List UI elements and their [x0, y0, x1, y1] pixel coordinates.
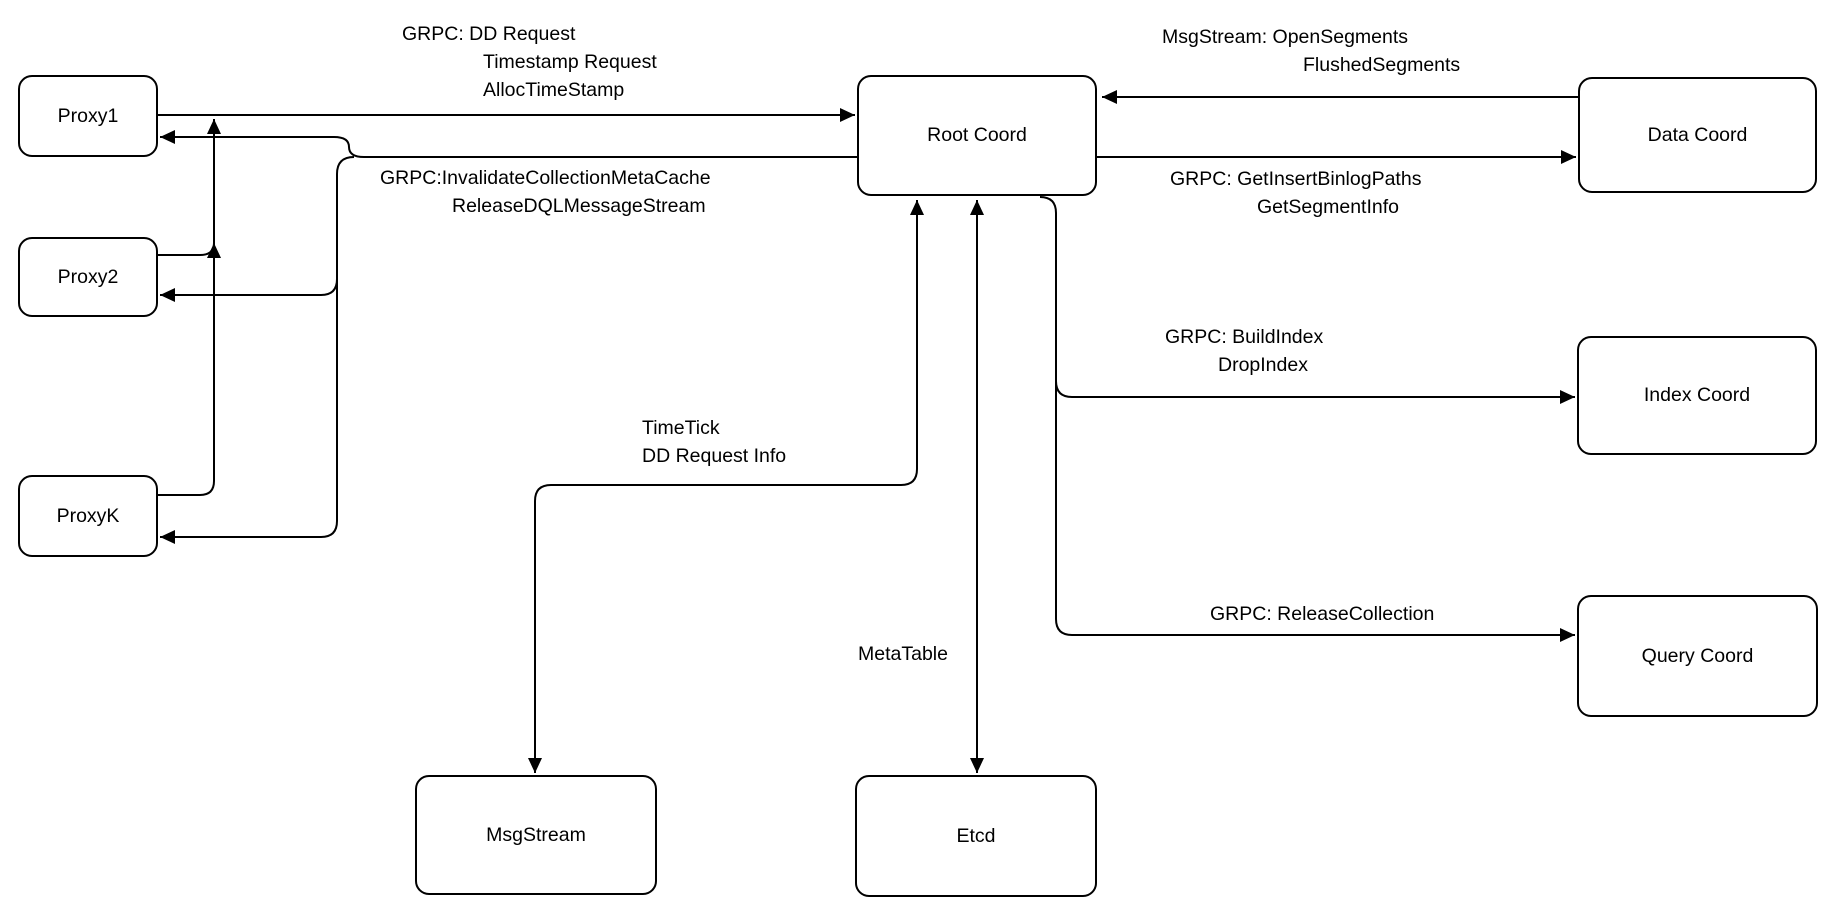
edge-label-line: Timestamp Request	[483, 51, 657, 73]
node-proxyk: ProxyK	[18, 475, 158, 557]
node-etcd-label: Etcd	[956, 824, 996, 847]
edge-label-line: MetaTable	[858, 643, 948, 665]
edge-label-line: TimeTick	[642, 417, 720, 439]
edge-label-line: GRPC: BuildIndex	[1165, 326, 1324, 348]
node-msgstream: MsgStream	[415, 775, 657, 895]
edge-label-line: GRPC: DD Request	[402, 23, 576, 45]
edge-label-line: FlushedSegments	[1303, 54, 1461, 76]
edge-label-datacoord-to-rootcoord: MsgStream: OpenSegments FlushedSegments	[1162, 23, 1460, 79]
node-index-coord: Index Coord	[1577, 336, 1817, 455]
edge-label-rootcoord-to-proxies: GRPC:InvalidateCollectionMetaCache Relea…	[380, 164, 711, 220]
edge-label-line: ReleaseDQLMessageStream	[452, 195, 706, 217]
edge-rootcoord-to-querycoord	[1055, 320, 1575, 642]
edge-proxy2-merge-up	[158, 242, 221, 259]
node-root-coord: Root Coord	[857, 75, 1097, 196]
node-query-coord: Query Coord	[1577, 595, 1818, 717]
edge-label-line: DropIndex	[1218, 354, 1308, 376]
node-proxy1-label: Proxy1	[57, 104, 119, 127]
edge-label-proxies-to-rootcoord: GRPC: DD Request Timestamp Request Alloc…	[402, 20, 657, 104]
node-proxy2: Proxy2	[18, 237, 158, 317]
edge-label-rootcoord-to-querycoord: GRPC: ReleaseCollection	[1210, 600, 1434, 628]
edge-proxyk-merge-up	[158, 119, 221, 496]
edge-label-rootcoord-to-datacoord: GRPC: GetInsertBinlogPaths GetSegmentInf…	[1170, 165, 1421, 221]
edge-label-line: AllocTimeStamp	[483, 79, 625, 101]
node-index-coord-label: Index Coord	[1643, 384, 1751, 406]
node-data-coord-label: Data Coord	[1647, 123, 1748, 146]
edge-label-rootcoord-to-indexcoord: GRPC: BuildIndex DropIndex	[1165, 323, 1323, 379]
node-proxyk-label: ProxyK	[56, 504, 120, 527]
node-proxy2-label: Proxy2	[57, 265, 119, 288]
edge-label-rootcoord-etcd: MetaTable	[858, 640, 948, 668]
edge-label-rootcoord-msgstream: TimeTick DD Request Info	[642, 414, 786, 470]
edge-label-line: GRPC: ReleaseCollection	[1210, 603, 1435, 625]
node-msgstream-label: MsgStream	[486, 823, 586, 846]
node-root-coord-label: Root Coord	[927, 124, 1027, 146]
node-proxy1: Proxy1	[18, 75, 158, 157]
edge-rootcoord-to-proxyk	[160, 156, 355, 544]
edge-label-line: DD Request Info	[642, 445, 787, 467]
edge-rootcoord-to-proxy2	[160, 278, 338, 302]
edge-rootcoord-msgstream	[528, 200, 924, 773]
node-etcd: Etcd	[855, 775, 1097, 897]
node-data-coord: Data Coord	[1578, 77, 1817, 193]
edge-label-line: GRPC: GetInsertBinlogPaths	[1170, 168, 1422, 190]
edge-label-line: GRPC:InvalidateCollectionMetaCache	[380, 167, 711, 189]
edge-rootcoord-to-proxy1	[160, 130, 857, 158]
edge-label-line: GetSegmentInfo	[1257, 196, 1400, 218]
node-query-coord-label: Query Coord	[1641, 644, 1754, 667]
edge-label-line: MsgStream: OpenSegments	[1162, 26, 1409, 48]
